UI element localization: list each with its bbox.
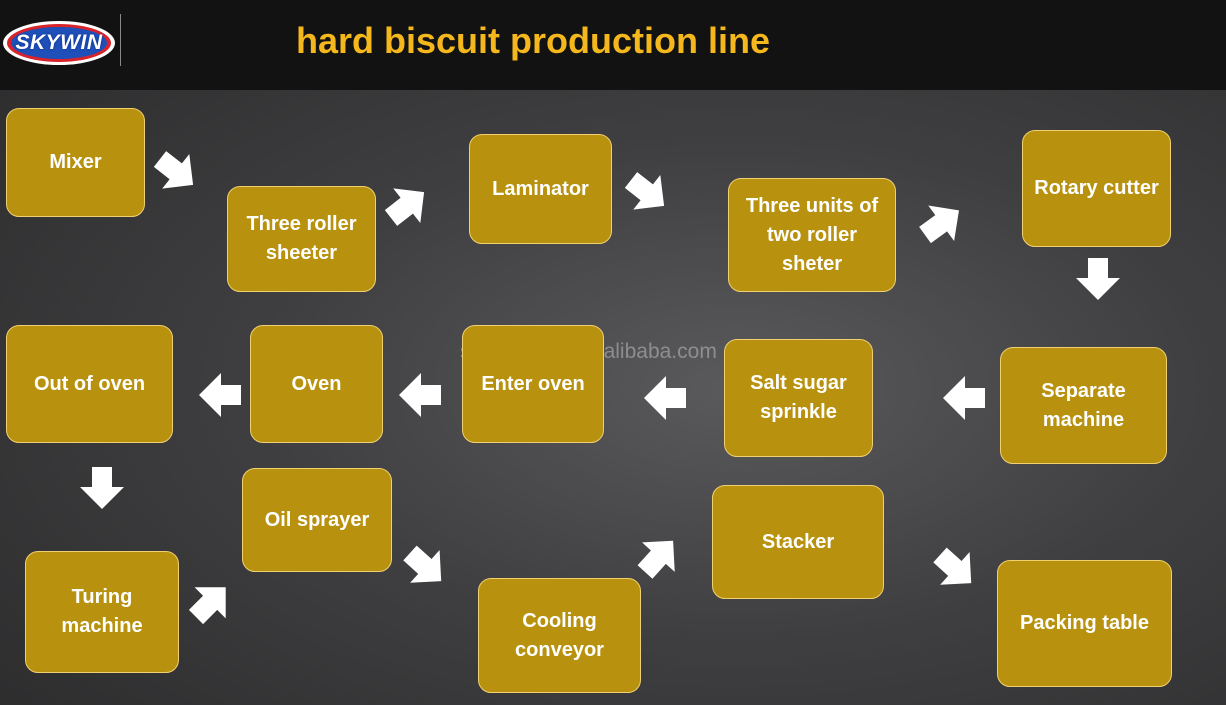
arrow-right-icon: [628, 526, 690, 587]
step-mixer: Mixer: [6, 108, 145, 217]
arrow-down-icon: [80, 467, 124, 509]
step-three-roller-sheeter: Three roller sheeter: [227, 186, 376, 292]
page-title: hard biscuit production line: [296, 20, 771, 61]
arrow-right-icon: [925, 538, 986, 600]
step-cooling-conveyor: Cooling conveyor: [478, 578, 641, 693]
step-enter-oven: Enter oven: [462, 325, 604, 443]
step-three-units-sheter: Three units of two roller sheter: [728, 178, 896, 292]
step-rotary-cutter: Rotary cutter: [1022, 130, 1171, 247]
header-divider: [120, 14, 121, 66]
arrow-left-icon: [644, 376, 686, 420]
arrow-left-icon: [399, 373, 441, 417]
arrow-right-icon: [617, 162, 678, 224]
step-oil-sprayer: Oil sprayer: [242, 468, 392, 572]
step-separate-machine: Separate machine: [1000, 347, 1167, 464]
step-stacker: Stacker: [712, 485, 884, 599]
arrow-right-icon: [180, 571, 242, 633]
step-laminator: Laminator: [469, 134, 612, 244]
skywin-logo: SKYWIN: [2, 20, 116, 66]
step-out-of-oven: Out of oven: [6, 325, 173, 443]
arrow-right-icon: [395, 536, 456, 598]
step-packing-table: Packing table: [997, 560, 1172, 687]
arrow-left-icon: [943, 376, 985, 420]
arrow-right-icon: [146, 141, 207, 203]
arrow-left-icon: [199, 373, 241, 417]
arrow-right-icon: [377, 174, 438, 236]
header-bar: SKYWIN hard biscuit production line: [0, 0, 1226, 90]
arrow-right-icon: [912, 192, 972, 253]
step-oven: Oven: [250, 325, 383, 443]
step-salt-sugar-sprinkle: Salt sugar sprinkle: [724, 339, 873, 457]
logo-text: SKYWIN: [15, 31, 103, 54]
step-turing-machine: Turing machine: [25, 551, 179, 673]
arrow-down-icon: [1076, 258, 1120, 300]
